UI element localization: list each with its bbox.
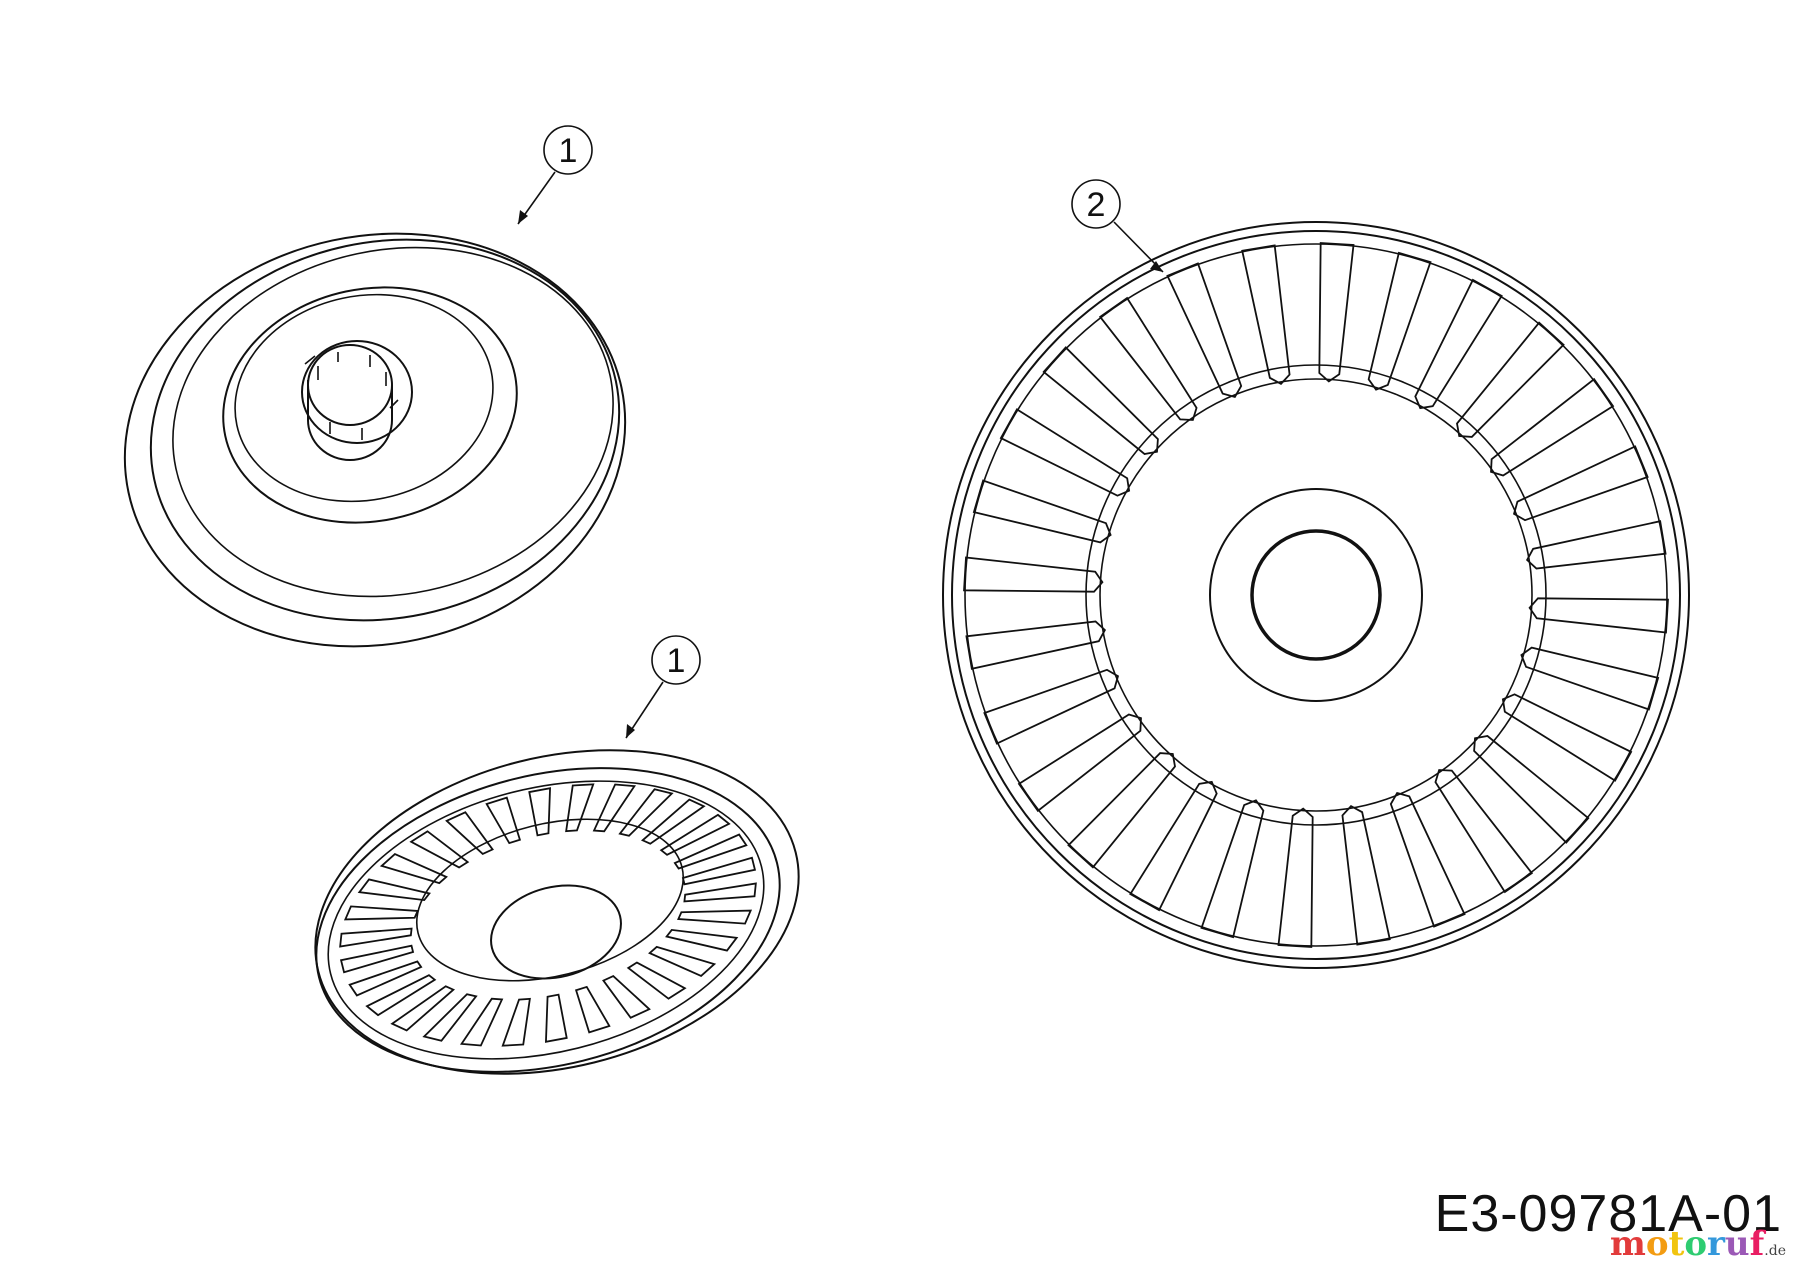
hubcap-outer-view <box>123 232 627 648</box>
drawing-number: E3-09781A-01 <box>1434 1185 1782 1243</box>
hubcap-rib <box>592 783 637 833</box>
hubcap-rib <box>677 909 753 925</box>
hubcap-rib <box>528 787 551 837</box>
hubcap-ribs <box>339 783 757 1047</box>
wheel-rib <box>1042 346 1159 455</box>
hubcap-rib <box>348 960 423 997</box>
hubcap-rib <box>459 997 504 1047</box>
callout-label: 1 <box>559 132 578 170</box>
wheel-rib <box>1241 244 1291 386</box>
wheel-rib <box>1490 377 1615 477</box>
hubcap-rib <box>422 993 478 1042</box>
wheel-rib <box>983 668 1120 745</box>
hubcap-rib <box>618 788 674 837</box>
hubcap-rib <box>343 905 419 921</box>
callout-2: 2 <box>1071 179 1164 273</box>
watermark-logo: motoruf.de <box>1609 1224 1786 1264</box>
hubcap-rib <box>379 852 448 885</box>
wheel-rib <box>1341 804 1391 946</box>
hubcap-inner-view <box>314 749 800 1075</box>
hubcap-rib <box>648 945 717 978</box>
hubcap-rib <box>485 796 522 845</box>
wheel-rib <box>972 479 1112 544</box>
hubcap-rib <box>665 928 739 952</box>
callout-1-top: 1 <box>517 125 593 225</box>
wheel-rib <box>1017 713 1142 813</box>
hubcap-rib <box>545 993 568 1043</box>
hubcap-rib <box>659 813 731 856</box>
wheel-rim-ribs <box>963 242 1669 948</box>
wheel-rib <box>1318 242 1355 383</box>
wheel-rib <box>1456 321 1565 438</box>
hubcap-rib <box>501 997 531 1047</box>
hubcap-rib <box>574 985 611 1034</box>
wheel-rib <box>1473 735 1590 844</box>
hubcap-rib <box>640 798 706 845</box>
wheel-rib <box>963 556 1104 593</box>
hubcap-rib <box>565 783 595 833</box>
hubcap-rib <box>357 878 431 902</box>
wheel-rib <box>1414 278 1503 410</box>
hubcap-rib <box>339 944 415 974</box>
hubcap-rib <box>339 927 413 948</box>
wheel-rib <box>1367 251 1432 391</box>
callout-1-bottom: 1 <box>625 635 701 739</box>
hubcap-rib <box>626 961 687 1000</box>
wheel-rib <box>1528 597 1669 634</box>
wheel-rib <box>1512 445 1649 522</box>
hubcap-rib <box>673 833 748 870</box>
wheel-rib <box>1520 646 1660 711</box>
hubcap-rib <box>365 974 437 1017</box>
wheel-rib <box>1434 769 1534 894</box>
wheel-rib <box>1200 799 1265 939</box>
callout-label: 1 <box>667 642 686 680</box>
wheel-rib <box>1277 807 1314 948</box>
hubcap-rib <box>681 856 757 886</box>
wheel-rim-insert <box>942 221 1690 969</box>
wheel-rib <box>1098 296 1198 421</box>
callout-label: 2 <box>1087 186 1106 224</box>
wheel-rib <box>1067 752 1176 869</box>
hubcap-rib <box>602 974 651 1019</box>
wheel-rib <box>1525 520 1667 570</box>
wheel-rib <box>1501 693 1633 782</box>
wheel-rib <box>1166 262 1243 399</box>
hubcap-rib <box>409 830 470 869</box>
wheel-rib <box>1389 791 1466 928</box>
wheel-rib <box>1129 780 1218 912</box>
wheel-rib <box>965 620 1107 670</box>
hubcap-rib <box>445 811 494 856</box>
hubcap-rib <box>390 985 456 1032</box>
wheel-rib <box>999 408 1131 497</box>
hubcap-rib <box>683 882 757 903</box>
